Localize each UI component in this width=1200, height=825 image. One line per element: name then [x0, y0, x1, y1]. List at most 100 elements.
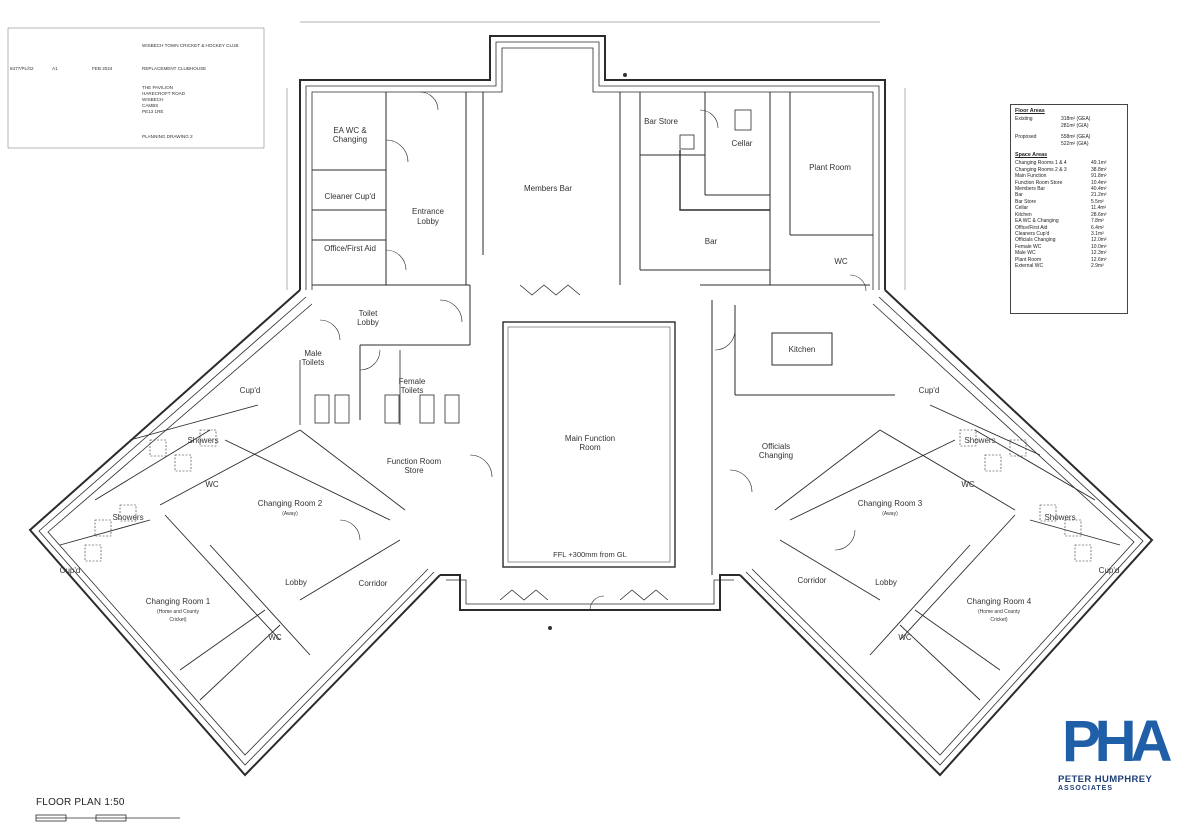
room-label-lobby-left: Lobby — [285, 578, 307, 587]
floor-areas-title: Floor Areas — [1015, 108, 1045, 114]
room-label-plant-room: Plant Room — [809, 163, 851, 172]
space-area-name: Office/First Aid — [1015, 224, 1048, 231]
south-bifold-doors-right — [619, 589, 669, 601]
project-name: REPLACEMENT CLUBHOUSE — [142, 66, 207, 71]
space-area-value: 7.8m² — [1091, 218, 1104, 225]
room-label-main-function-2: Room — [579, 443, 601, 452]
room-label-lobby-right: Lobby — [875, 578, 897, 587]
main-function-room-outline — [502, 321, 676, 568]
proposed-area-row: Proposed 558m² (GEA) 522m² (GIA) — [1015, 134, 1123, 147]
room-label-cleaner: Cleaner Cup'd — [325, 192, 376, 201]
space-area-value: 38.8m² — [1091, 166, 1107, 173]
room-label-function-store: Function Room — [387, 457, 442, 466]
space-area-value: 40.4m² — [1091, 186, 1107, 193]
room-label-toilet-lobby-2: Lobby — [357, 318, 379, 327]
drawing-status: PLANNING DRAWING 2 — [142, 134, 193, 139]
room-label-changing-room-4-sub1: (Home and County — [978, 609, 1020, 615]
drawing-title: FLOOR PLAN 1:50 — [36, 797, 125, 808]
space-area-name: Kitchen — [1015, 211, 1032, 218]
space-area-value: 12.6m² — [1091, 256, 1107, 263]
existing-gia: 281m² (GIA) — [1061, 122, 1089, 129]
space-area-value: 5.5m² — [1091, 198, 1104, 205]
bar-store-fixture — [679, 134, 695, 150]
room-label-changing-room-4-sub2: Cricket) — [990, 617, 1008, 623]
proposed-gea: 558m² (GEA) — [1061, 134, 1091, 141]
space-area-value: 3.1m² — [1091, 230, 1104, 237]
space-area-name: Cellar — [1015, 205, 1029, 212]
space-area-name: Members Bar — [1015, 186, 1046, 193]
left-wing-walls — [28, 289, 441, 777]
space-area-name: EA WC & Changing — [1015, 218, 1059, 225]
cellar-fixture — [734, 109, 752, 131]
room-label-cellar: Cellar — [732, 139, 753, 148]
room-label-changing-room-3-sub: (Away) — [882, 511, 898, 517]
space-area-name: Function Room Store — [1015, 179, 1063, 186]
folding-partition — [519, 284, 581, 296]
room-label-external-wc: WC — [834, 257, 848, 266]
room-label-ea-wc-2: Changing — [333, 135, 367, 144]
space-area-row: Cleaners Cup'd 3.1m² — [1015, 231, 1123, 237]
space-areas-title: Space Areas — [1015, 152, 1048, 159]
room-label-male: Male — [304, 349, 322, 358]
room-label-wc-right-2: WC — [898, 633, 912, 642]
space-area-name: Female WC — [1015, 243, 1042, 250]
area-schedule: Floor Areas Existing 318m² (GEA) 281m² (… — [1010, 104, 1128, 314]
room-label-office: Office/First Aid — [324, 244, 376, 253]
kitchen-island — [771, 332, 833, 366]
room-label-wc-right-1: WC — [961, 480, 975, 489]
drawing-date: FEB 2024 — [92, 66, 113, 71]
bar-counter — [679, 150, 770, 211]
site-line-3: WISBECH — [142, 97, 164, 102]
left-wing-partitions — [59, 404, 406, 701]
site-line-1: THE PAVILION — [142, 85, 173, 90]
space-area-name: Plant Room — [1015, 256, 1042, 263]
room-label-corridor-left: Corridor — [359, 579, 388, 588]
room-label-changing-room-1-sub2: Cricket) — [169, 617, 187, 623]
room-label-cupd-right-1: Cup'd — [919, 386, 940, 395]
right-wing-walls — [739, 289, 1154, 777]
south-bifold-doors-left — [499, 589, 549, 601]
room-label-male-2: Toilets — [302, 358, 325, 367]
room-label-changing-room-1: Changing Room 1 — [146, 597, 211, 606]
toilet-cubicles — [299, 350, 460, 425]
existing-gea: 318m² (GEA) — [1061, 116, 1091, 123]
room-label-corridor-right: Corridor — [798, 576, 827, 585]
space-area-name: Bar — [1015, 192, 1023, 199]
room-label-showers-right-2: Showers — [1044, 513, 1075, 522]
space-area-row: Plant Room 12.6m² — [1015, 257, 1123, 263]
logo-letters: PHA — [1062, 709, 1172, 774]
site-line-2: HARECROFT ROAD — [142, 91, 186, 96]
room-label-changing-room-4: Changing Room 4 — [967, 597, 1032, 606]
room-label-wc-left-2: WC — [268, 633, 282, 642]
title-block-frame — [7, 27, 265, 149]
space-area-name: Male WC — [1015, 250, 1036, 257]
existing-area-row: Existing 318m² (GEA) 281m² (GIA) — [1015, 116, 1123, 129]
gridline-markers — [548, 73, 627, 630]
room-label-female-2: Toilets — [401, 386, 424, 395]
door-swings — [319, 91, 867, 611]
room-label-showers-left-2: Showers — [112, 513, 143, 522]
room-label-toilet-lobby: Toilet — [359, 309, 378, 318]
room-label-kitchen: Kitchen — [789, 345, 816, 354]
existing-label: Existing — [1015, 116, 1033, 123]
south-front-walls — [440, 574, 740, 611]
space-area-value: 11.4m² — [1091, 205, 1107, 212]
site-line-5: PE13 1RE — [142, 109, 164, 114]
room-label-cupd-left-1: Cup'd — [240, 386, 261, 395]
room-label-main-function: Main Function — [565, 434, 615, 443]
space-area-name: Cleaners Cup'd — [1015, 230, 1050, 237]
drawing-size: A1 — [52, 66, 58, 71]
space-area-value: 10.0m² — [1091, 243, 1107, 250]
room-label-changing-room-3: Changing Room 3 — [858, 499, 923, 508]
company-logo: PHA PETER HUMPHREY ASSOCIATES — [1056, 708, 1176, 823]
main-function-room-inner — [507, 326, 671, 563]
